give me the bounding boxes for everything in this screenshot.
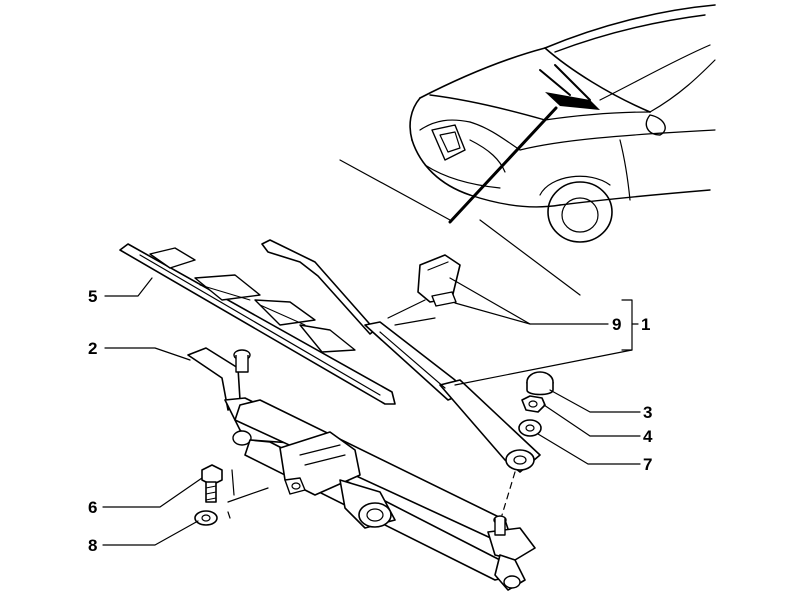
bolt-bracket-lines (227, 469, 269, 519)
leader-lines (102, 277, 641, 546)
callout-7: 7 (643, 455, 652, 474)
mount-washer (194, 510, 218, 526)
callout-8: 8 (88, 536, 97, 555)
nut (521, 395, 546, 413)
callout-6: 6 (88, 498, 97, 517)
callout-3: 3 (643, 403, 652, 422)
arm-cover-cap (387, 254, 461, 326)
callout-1: 1 (641, 315, 650, 334)
callout-9: 9 (612, 315, 621, 334)
callout-2: 2 (88, 339, 97, 358)
washer (518, 419, 542, 437)
callout-numbers: 5 2 9 1 3 4 7 6 8 (88, 287, 653, 555)
wiper-linkage (187, 347, 536, 591)
callout-4: 4 (643, 427, 653, 446)
car-illustration (339, 4, 716, 296)
bolt (201, 464, 223, 503)
wiper-arm (261, 239, 541, 473)
wiper-blade (119, 243, 396, 405)
spindle-cap (526, 371, 554, 396)
callout-5: 5 (88, 287, 97, 306)
